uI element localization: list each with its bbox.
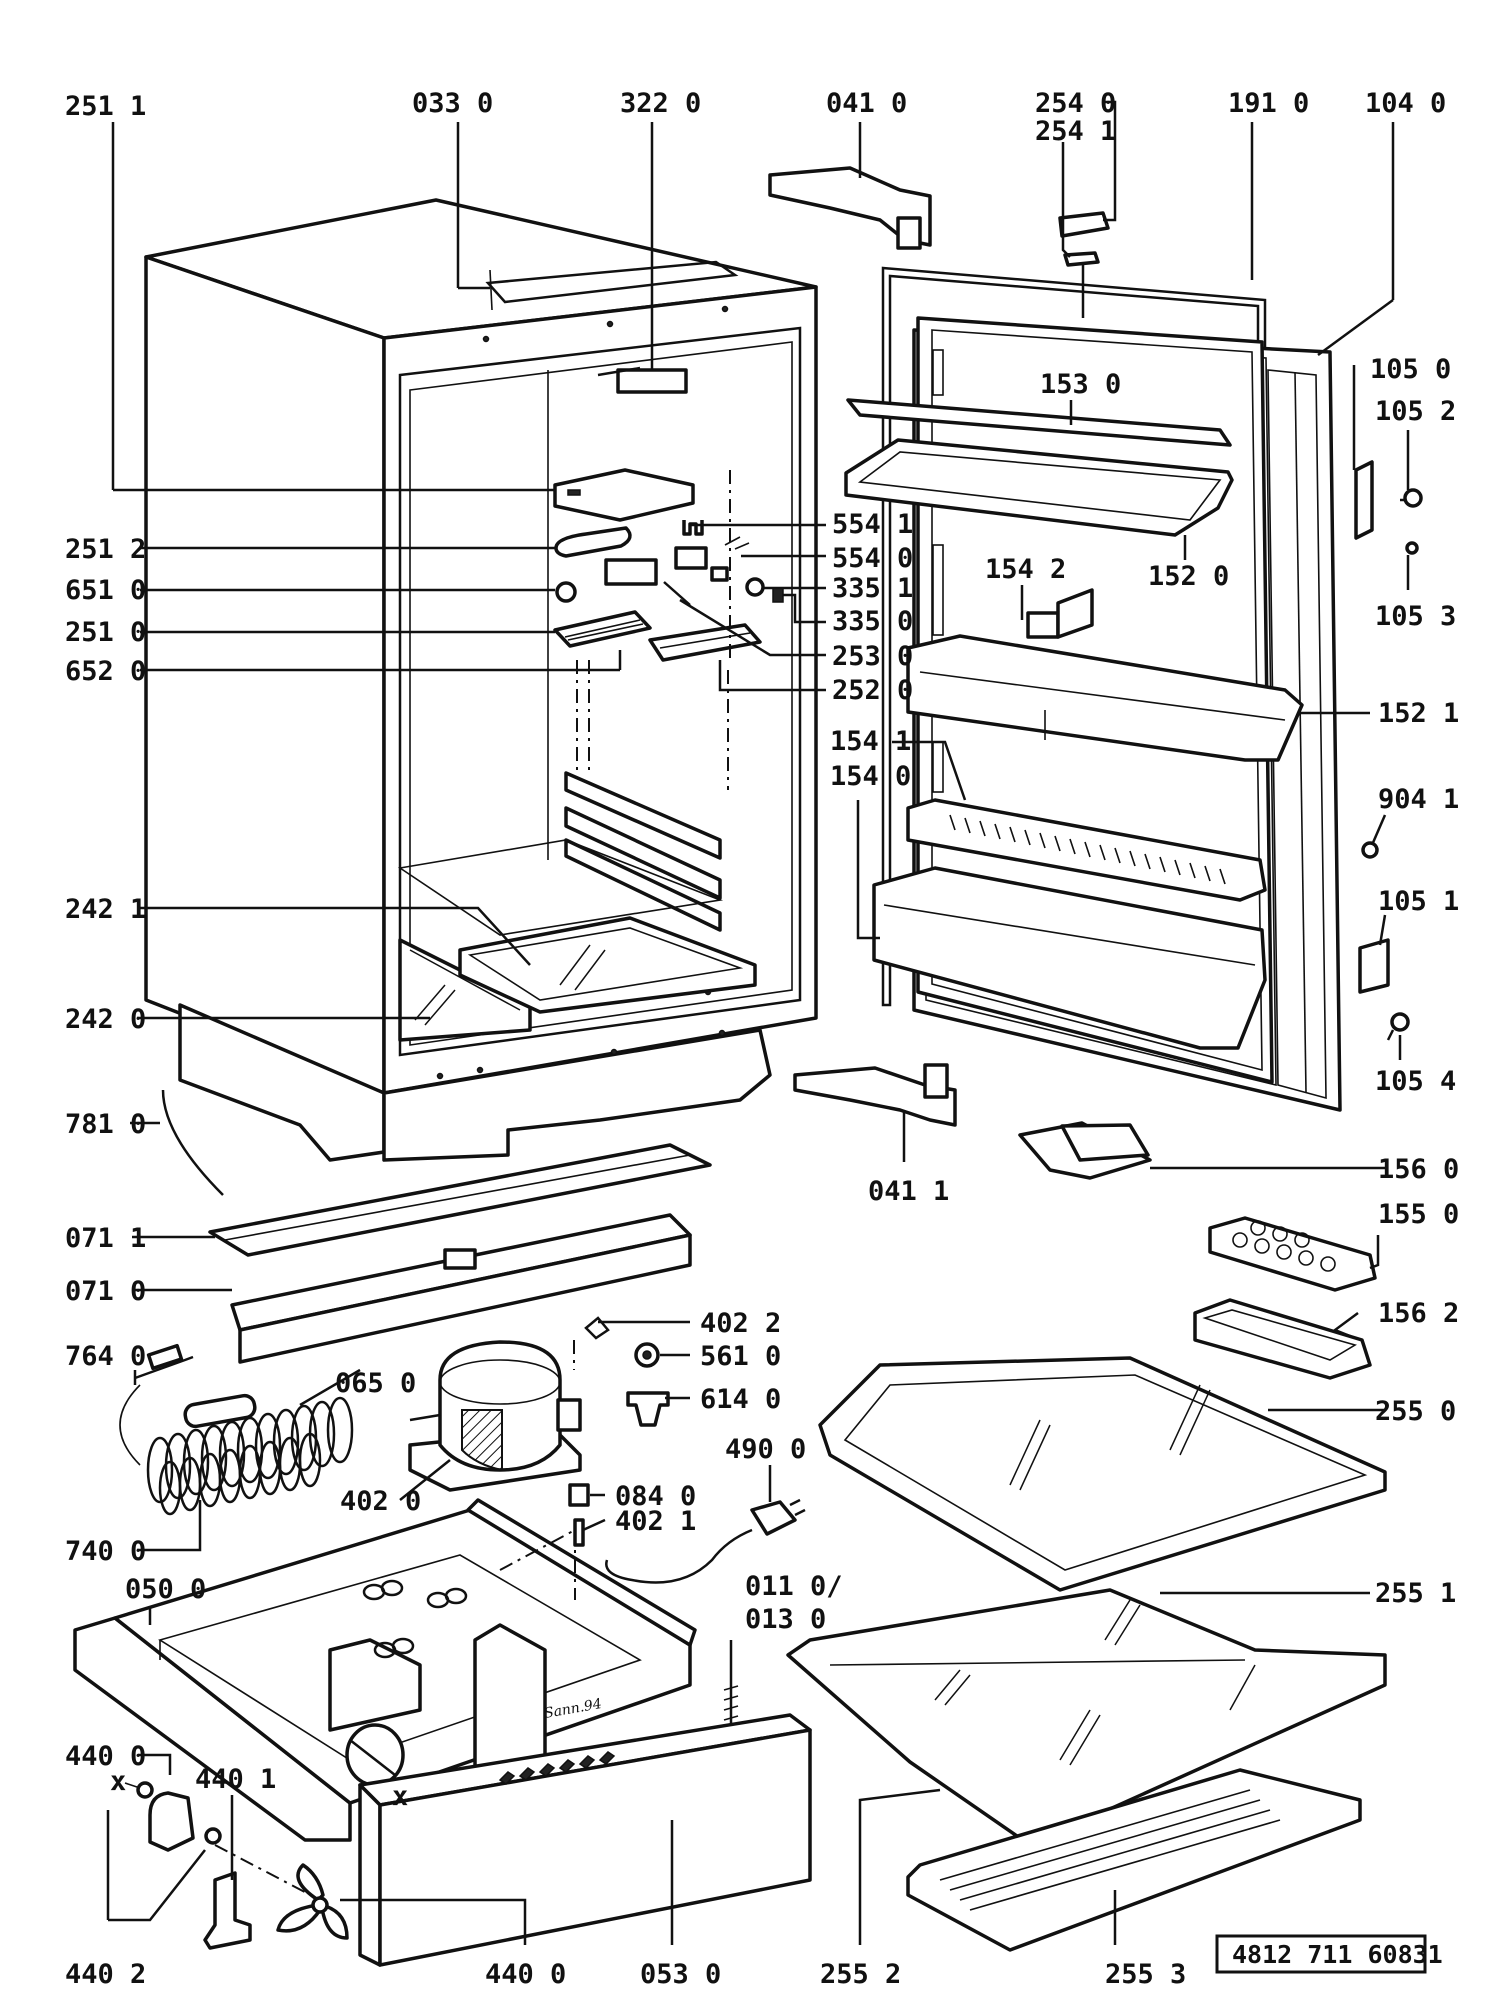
condenser-coil bbox=[146, 1396, 354, 1516]
label-402-1: 402 1 bbox=[615, 1506, 696, 1537]
label-440-1: 440 1 bbox=[195, 1764, 276, 1795]
label-153-0: 153 0 bbox=[1040, 369, 1121, 400]
label-084-0: 084 0 bbox=[615, 1481, 696, 1512]
label-764-0: 764 0 bbox=[65, 1341, 146, 1372]
label-561-0: 561 0 bbox=[700, 1341, 781, 1372]
part-labels: 251 1 033 0 322 0 041 0 254 0 254 1 191 … bbox=[65, 88, 1459, 1990]
label-105-0: 105 0 bbox=[1370, 354, 1451, 385]
cabinet bbox=[144, 198, 818, 1162]
drawing-code: 4812 711 60831 bbox=[1232, 1940, 1443, 1969]
control-assembly bbox=[553, 468, 784, 790]
label-781-0: 781 0 bbox=[65, 1109, 146, 1140]
label-071-1: 071 1 bbox=[65, 1223, 146, 1254]
label-105-4: 105 4 bbox=[1375, 1066, 1456, 1097]
label-651-0: 651 0 bbox=[65, 575, 146, 606]
label-251-1-top: 251 1 bbox=[65, 91, 146, 122]
label-011-0: 011 0/ bbox=[745, 1571, 843, 1602]
label-904-1: 904 1 bbox=[1378, 784, 1459, 815]
label-255-1: 255 1 bbox=[1375, 1578, 1456, 1609]
label-191-0: 191 0 bbox=[1228, 88, 1309, 119]
label-053-0: 053 0 bbox=[640, 1959, 721, 1990]
leader-lines bbox=[106, 100, 1410, 1945]
label-440-0-a: 440 0 bbox=[65, 1741, 146, 1772]
label-335-1: 335 1 bbox=[832, 573, 913, 604]
label-242-1: 242 1 bbox=[65, 894, 146, 925]
x-mark-b: x bbox=[392, 1781, 408, 1812]
label-255-0: 255 0 bbox=[1375, 1396, 1456, 1427]
label-402-2: 402 2 bbox=[700, 1308, 781, 1339]
label-554-1: 554 1 bbox=[832, 509, 913, 540]
label-652-0: 652 0 bbox=[65, 656, 146, 687]
machine-compartment bbox=[73, 1089, 812, 1967]
label-152-0: 152 0 bbox=[1148, 561, 1229, 592]
label-322-0: 322 0 bbox=[620, 88, 701, 119]
label-251-2: 251 2 bbox=[65, 534, 146, 565]
label-154-2: 154 2 bbox=[985, 554, 1066, 585]
label-440-2: 440 2 bbox=[65, 1959, 146, 1990]
label-740-0: 740 0 bbox=[65, 1536, 146, 1567]
label-251-0: 251 0 bbox=[65, 617, 146, 648]
label-252-0: 252 0 bbox=[832, 675, 913, 706]
label-033-0: 033 0 bbox=[412, 88, 493, 119]
label-104-0: 104 0 bbox=[1365, 88, 1446, 119]
label-156-0: 156 0 bbox=[1378, 1154, 1459, 1185]
drawing-code-box: 4812 711 60831 bbox=[1215, 1934, 1443, 1974]
label-155-0: 155 0 bbox=[1378, 1199, 1459, 1230]
label-255-2: 255 2 bbox=[820, 1959, 901, 1990]
label-154-0: 154 0 bbox=[830, 761, 911, 792]
x-mark-a: x bbox=[110, 1766, 126, 1797]
label-071-0: 071 0 bbox=[65, 1276, 146, 1307]
label-065-0: 065 0 bbox=[335, 1368, 416, 1399]
label-254-1: 254 1 bbox=[1035, 116, 1116, 147]
label-154-1: 154 1 bbox=[830, 726, 911, 757]
label-105-3: 105 3 bbox=[1375, 601, 1456, 632]
label-554-0: 554 0 bbox=[832, 543, 913, 574]
label-041-1: 041 1 bbox=[868, 1176, 949, 1207]
label-255-3: 255 3 bbox=[1105, 1959, 1186, 1990]
label-156-2: 156 2 bbox=[1378, 1298, 1459, 1329]
label-105-1: 105 1 bbox=[1378, 886, 1459, 917]
label-402-0: 402 0 bbox=[340, 1486, 421, 1517]
label-440-0-b: 440 0 bbox=[485, 1959, 566, 1990]
label-335-0: 335 0 bbox=[832, 606, 913, 637]
label-242-0: 242 0 bbox=[65, 1004, 146, 1035]
label-152-1: 152 1 bbox=[1378, 698, 1459, 729]
label-041-0: 041 0 bbox=[826, 88, 907, 119]
label-253-0: 253 0 bbox=[832, 641, 913, 672]
label-013-0: 013 0 bbox=[745, 1604, 826, 1635]
glass-shelves bbox=[786, 1121, 1387, 1952]
door-assembly bbox=[768, 166, 1423, 1127]
label-050-0: 050 0 bbox=[125, 1574, 206, 1605]
label-105-2: 105 2 bbox=[1375, 396, 1456, 427]
label-490-0: 490 0 bbox=[725, 1434, 806, 1465]
label-614-0: 614 0 bbox=[700, 1384, 781, 1415]
label-254-0: 254 0 bbox=[1035, 88, 1116, 119]
